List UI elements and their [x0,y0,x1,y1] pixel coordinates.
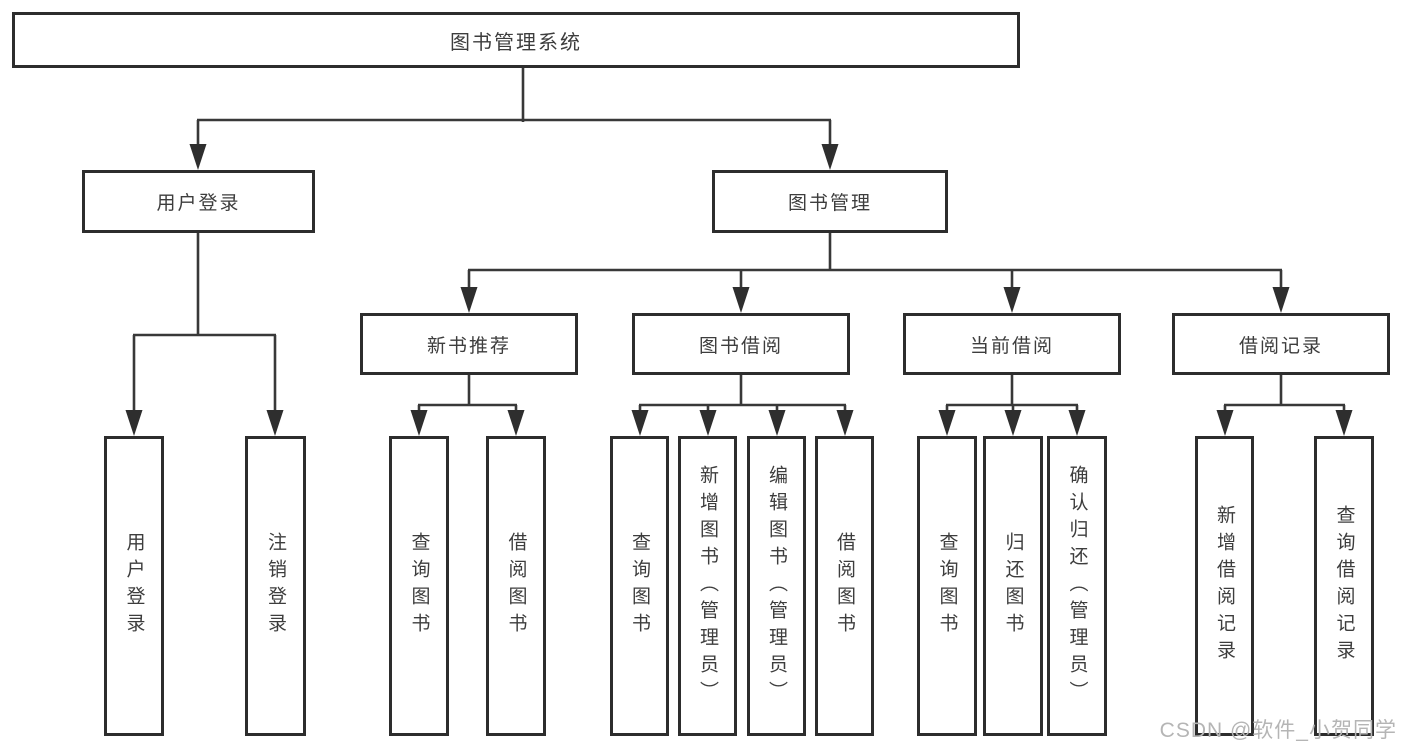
node-label: 编辑图书（管理员） [766,464,787,708]
node-book-borrow: 图书借阅 [632,313,850,375]
node-label: 借阅图书 [834,532,855,640]
node-root-library-management-system: 图书管理系统 [12,12,1020,68]
leaf-query-book-borrow: 查询图书 [610,436,669,736]
arrowhead [266,410,284,436]
leaf-add-book-admin: 新增图书（管理员） [678,436,737,736]
leaf-query-borrow-record: 查询借阅记录 [1314,436,1374,736]
arrowhead [460,287,478,313]
node-borrow-record: 借阅记录 [1172,313,1390,375]
leaf-confirm-return-admin: 确认归还（管理员） [1047,436,1107,736]
node-label: 查询图书 [408,532,430,640]
arrowhead [836,410,854,436]
arrowhead [410,410,428,436]
node-user-login: 用户登录 [82,170,315,233]
leaf-borrow-book-recommend: 借阅图书 [486,436,546,736]
node-label: 借阅记录 [1238,335,1323,357]
leaf-user-login: 用户登录 [104,436,164,736]
connector-book-management-to-level3 [460,233,1290,313]
arrowhead [631,410,649,436]
node-label: 当前借阅 [969,335,1054,357]
node-label: 借阅图书 [505,532,527,640]
leaf-logout: 注销登录 [245,436,306,736]
arrowhead [1335,410,1353,436]
node-label: 用户登录 [123,532,145,640]
node-label: 新增借阅记录 [1214,505,1235,667]
node-book-management: 图书管理 [712,170,948,233]
node-label: 查询图书 [936,532,958,640]
leaf-borrow-book: 借阅图书 [815,436,874,736]
node-label: 查询借阅记录 [1333,505,1355,667]
arrowhead [125,410,143,436]
leaf-edit-book-admin: 编辑图书（管理员） [747,436,806,736]
node-label: 确认归还（管理员） [1066,464,1088,708]
node-label: 新书推荐 [426,335,511,357]
leaf-add-borrow-record: 新增借阅记录 [1195,436,1254,736]
arrowhead [821,144,839,170]
connector-borrow-record-to-leaves [1216,375,1353,436]
arrowhead [768,410,786,436]
node-label: 图书管理系统 [450,31,582,54]
leaf-return-book: 归还图书 [983,436,1043,736]
leaf-query-book-current: 查询图书 [917,436,977,736]
connector-user-login-to-leaves [125,233,284,436]
connector-book-borrow-to-leaves [631,375,854,436]
connector-current-borrow-to-leaves [938,375,1086,436]
arrowhead [1272,287,1290,313]
node-current-borrow: 当前借阅 [903,313,1121,375]
arrowhead [1216,410,1234,436]
connector-root-to-level2 [189,68,839,170]
node-new-book-recommend: 新书推荐 [360,313,578,375]
node-label: 查询图书 [629,532,650,640]
leaf-query-book-recommend: 查询图书 [389,436,449,736]
csdn-watermark: CSDN @软件_小贺同学 [1159,719,1397,742]
arrowhead [507,410,525,436]
node-label: 注销登录 [265,532,286,640]
arrowhead [189,144,207,170]
node-label: 新增图书（管理员） [697,464,718,708]
connector-new-book-recommend-to-leaves [410,375,525,436]
node-label: 用户登录 [156,193,241,214]
arrowhead [1004,410,1022,436]
arrowhead [938,410,956,436]
arrowhead [1068,410,1086,436]
arrowhead [1003,287,1021,313]
node-label: 图书管理 [787,193,872,214]
node-label: 归还图书 [1002,532,1024,640]
node-label: 图书借阅 [698,335,783,357]
arrowhead [732,287,750,313]
arrowhead [699,410,717,436]
